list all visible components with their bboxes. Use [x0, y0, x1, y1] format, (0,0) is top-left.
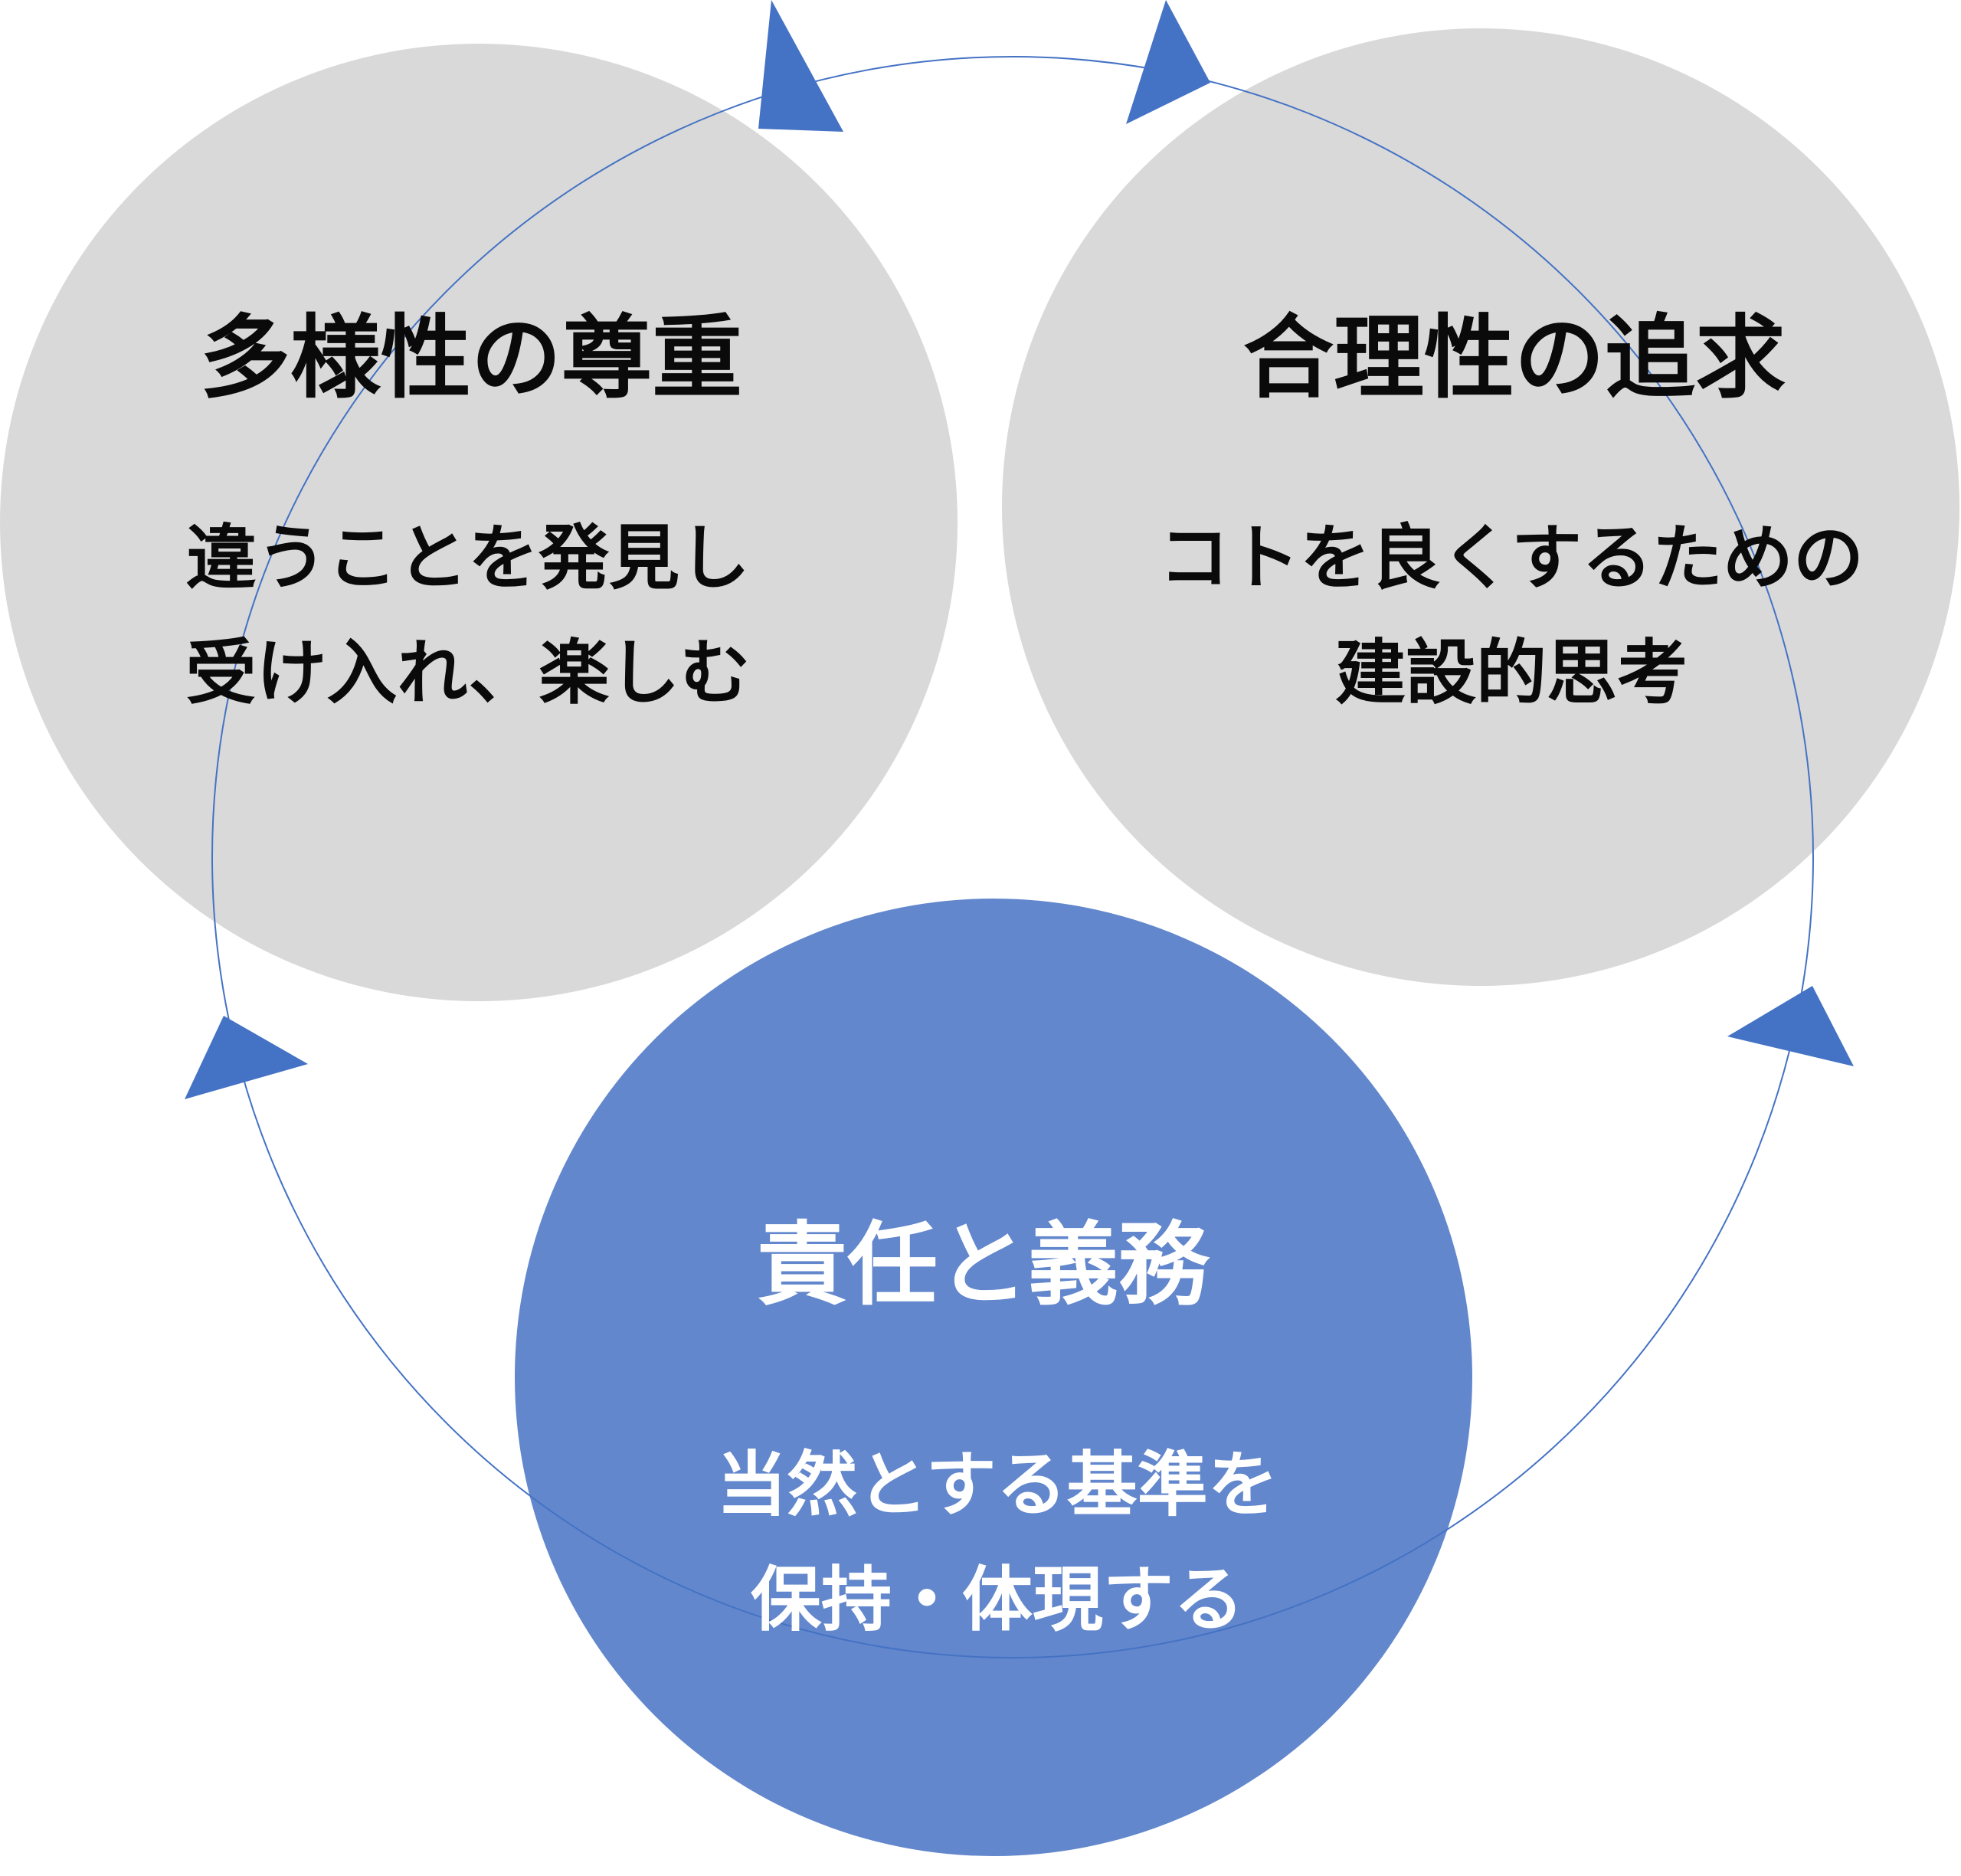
rationality-title: 合理性の追求	[1243, 305, 1786, 411]
arrow-up-icon	[1727, 986, 1854, 1066]
diversity-circle	[0, 44, 958, 1001]
diversity-line-1: 違うことを発見し	[186, 517, 750, 599]
rationality-line-2: 建設的思考	[1335, 632, 1688, 714]
responsibility-line-1: 当然とする基準を	[716, 1444, 1278, 1526]
arrow-up-icon	[185, 1016, 308, 1099]
cycle-ring	[211, 56, 1814, 1658]
responsibility-circle	[515, 899, 1472, 1856]
diversity-title: 多様性の尊重	[200, 305, 742, 411]
responsibility-line-2: 保持・体現する	[751, 1559, 1244, 1641]
diversity-line-2: 受け入れ、楽しむ	[186, 632, 751, 714]
arrow-right-icon	[758, 0, 843, 132]
rationality-circle	[1002, 28, 1959, 986]
arrow-right-icon	[1126, 0, 1210, 124]
rationality-line-1: コトを良くするための	[1159, 517, 1864, 599]
responsibility-title: 責任と義務	[757, 1212, 1210, 1318]
